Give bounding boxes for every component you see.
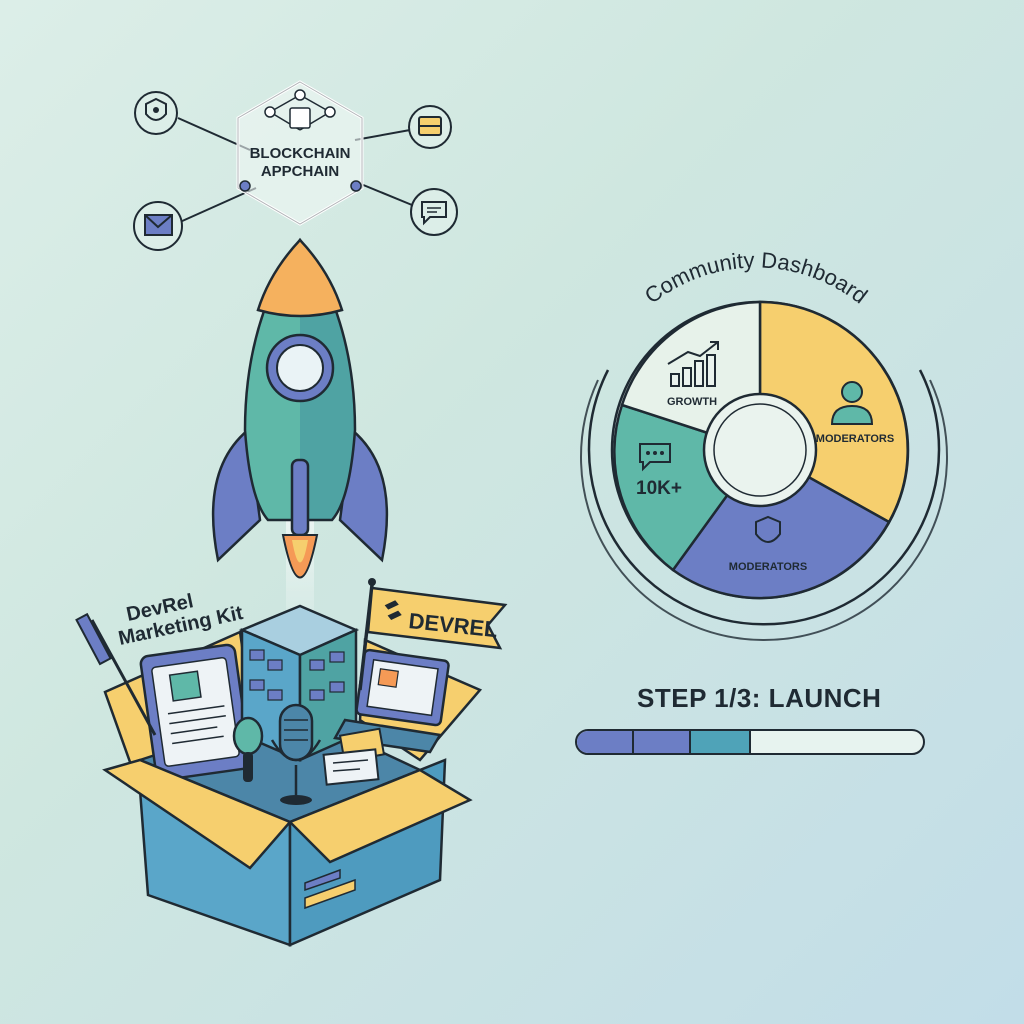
- shield-icon: [755, 515, 781, 543]
- community-dashboard: Community Dashboard GROWTH 10K+: [580, 247, 948, 642]
- hub-label-line2: APPCHAIN: [261, 163, 339, 180]
- growth-label: GROWTH: [667, 396, 717, 408]
- devrel-logo-icon: [384, 600, 402, 620]
- members-value: 10K+: [636, 478, 682, 499]
- devrel-kit-box: [102, 604, 483, 947]
- microphone-icon: [232, 716, 264, 782]
- blockchain-hub: BLOCKCHAIN APPCHAIN: [236, 80, 364, 226]
- dashboard-title: Community Dashboard: [640, 247, 872, 308]
- mail-icon: [133, 201, 183, 251]
- podcast-mic-icon: [270, 703, 322, 805]
- progress-label: STEP 1/3: LAUNCH: [637, 683, 882, 713]
- moderators-label-top: MODERATORS: [816, 433, 894, 445]
- chat-bubble-icon: [639, 443, 671, 472]
- progress-segment-2: [634, 731, 691, 753]
- rocket: [211, 237, 389, 650]
- business-cards-icon: [322, 727, 386, 786]
- node-cluster-icon: [239, 89, 362, 192]
- hub-label-line1: BLOCKCHAIN: [250, 145, 351, 162]
- tablet-icon: [139, 643, 252, 782]
- progress-segment-3: [691, 731, 751, 753]
- devrel-flag: DEVREL: [358, 578, 508, 691]
- user-icon: [830, 381, 874, 425]
- shield-user-icon: [134, 91, 178, 135]
- laptop-icon: [333, 648, 450, 754]
- growth-chart-icon: [667, 341, 719, 387]
- progress-segment-1: [577, 731, 634, 753]
- server-icon: [408, 105, 452, 149]
- moderators-label-bottom: MODERATORS: [729, 561, 807, 573]
- progress-bar: [575, 729, 925, 755]
- chat-bubble-icon: [410, 188, 458, 236]
